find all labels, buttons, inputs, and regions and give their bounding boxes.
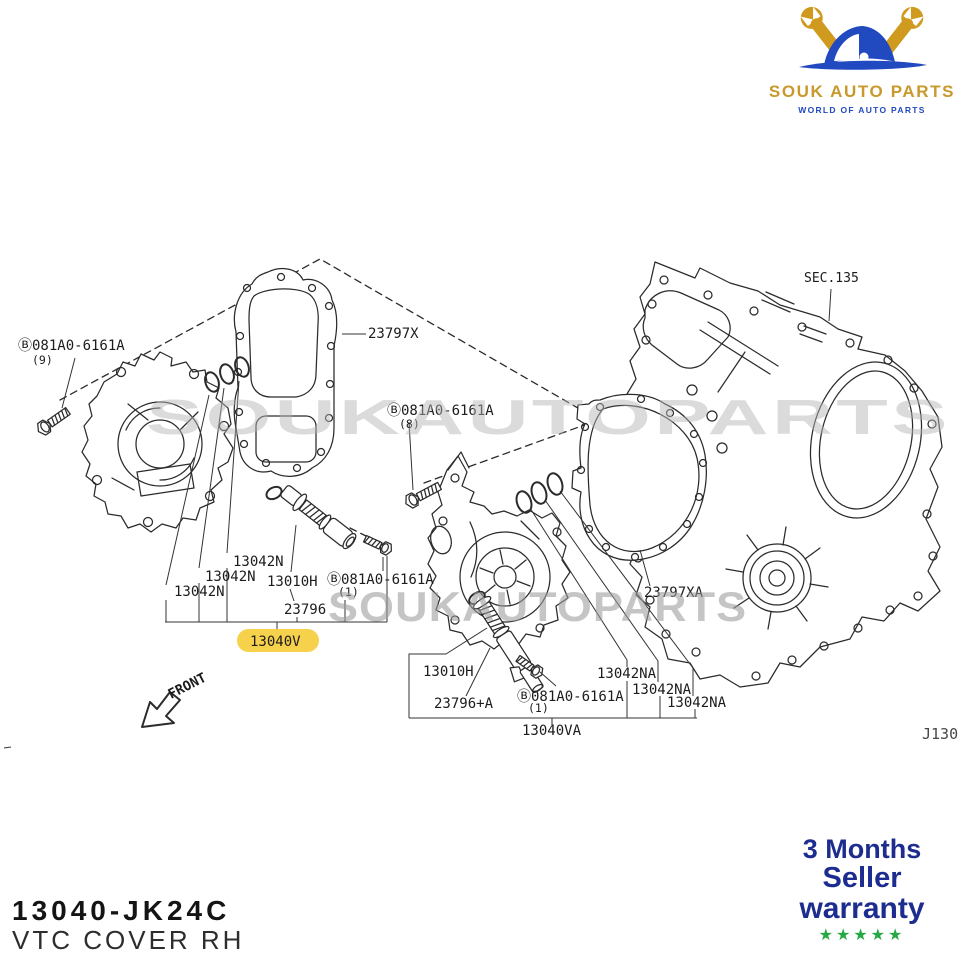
bolt-081a0-left-drawing: [37, 407, 71, 436]
oring-small-a-drawing: [265, 485, 283, 501]
front-direction-arrow: FRONT: [141, 670, 209, 728]
label-section-ref: SEC.135: [804, 271, 859, 286]
vtc-cover-left-drawing: [81, 351, 234, 533]
label-connector-lines-right: [408, 288, 832, 725]
part-labels: Ⓑ081A0-6161A (9) 23797X Ⓑ081A0-6161A (8)…: [18, 271, 958, 743]
label-valve-a: 23796: [284, 602, 326, 618]
oring-set-a-drawing: [204, 356, 250, 393]
label-page-code: J130: [922, 725, 958, 743]
label-oring-b3: 13042NA: [667, 695, 727, 711]
timing-cover-sec135-drawing: [623, 261, 943, 688]
label-bolt-a: Ⓑ081A0-6161A: [327, 572, 434, 588]
label-oring-a2: 13042N: [205, 569, 256, 585]
label-assembly-a-highlighted: 13040V: [250, 634, 301, 650]
label-bolt-b-qty: (1): [528, 701, 549, 715]
gasket-23797x-bolt-holes: [233, 272, 336, 473]
alignment-dashed-lines: [59, 258, 629, 538]
label-bolt-mid: Ⓑ081A0-6161A: [387, 403, 494, 419]
highlight-pill: [237, 629, 319, 652]
logo-title: SOUK AUTO PARTS: [768, 82, 956, 101]
label-oring-b1: 13042NA: [597, 666, 657, 682]
label-oring-b2: 13042NA: [632, 682, 692, 698]
label-oring-a3: 13042N: [233, 554, 284, 570]
timing-cover-bolt-holes: [633, 275, 938, 681]
part-name: VTC COVER RH: [12, 925, 245, 955]
logo-tagline: WORLD OF AUTO PARTS: [798, 105, 926, 115]
gasket-23797xa-drawing: [571, 393, 708, 562]
label-assembly-b: 13040VA: [522, 723, 582, 739]
bolt-081a0-a-drawing: [362, 534, 392, 556]
vtc-solenoid-a-drawing: [280, 485, 357, 550]
label-bolt-left-qty: (9): [32, 353, 53, 367]
part-identity-block: 13040-JK24C VTC COVER RH: [12, 895, 245, 955]
label-bolt-b: Ⓑ081A0-6161A: [517, 689, 624, 705]
warranty-line2: warranty: [799, 892, 925, 925]
label-gasket-front: 23797X: [368, 326, 419, 342]
logo-graphic-icon: [799, 6, 927, 70]
logo-swoosh: [799, 60, 927, 70]
warranty-stars-icon: ★★★★★: [818, 927, 906, 944]
bolt-081a0-b-drawing: [515, 654, 544, 679]
oring-set-b-drawing: [515, 472, 564, 514]
gasket-23797xa-bolt-holes: [576, 394, 708, 562]
souk-auto-parts-logo: SOUK AUTO PARTS WORLD OF AUTO PARTS: [768, 2, 956, 115]
label-bolt-left: Ⓑ081A0-6161A: [18, 338, 125, 354]
bolt-081a0-mid-drawing: [405, 481, 442, 509]
edge-tick-mark: [3, 746, 12, 749]
front-label: FRONT: [166, 670, 209, 703]
label-solenoid-b: 13010H: [423, 664, 474, 680]
warranty-duration: 3 Months: [802, 834, 922, 864]
label-gasket-rear: 23797XA: [644, 585, 704, 601]
warranty-line1: Seller: [822, 862, 902, 894]
label-bolt-mid-qty: (8): [399, 417, 420, 431]
vtc-cover-right-drawing: [427, 451, 571, 650]
label-connector-lines-left: [61, 333, 414, 630]
gasket-23797x-drawing: [233, 267, 338, 477]
car-cover-icon: [824, 26, 895, 65]
label-oring-a1: 13042N: [174, 584, 225, 600]
label-solenoid-a: 13010H: [267, 574, 318, 590]
label-valve-b: 23796+A: [434, 696, 494, 712]
warranty-badge: 3 Months Seller warranty ★★★★★: [780, 834, 944, 946]
label-bolt-a-qty: (1): [338, 585, 359, 599]
part-number: 13040-JK24C: [12, 895, 231, 926]
